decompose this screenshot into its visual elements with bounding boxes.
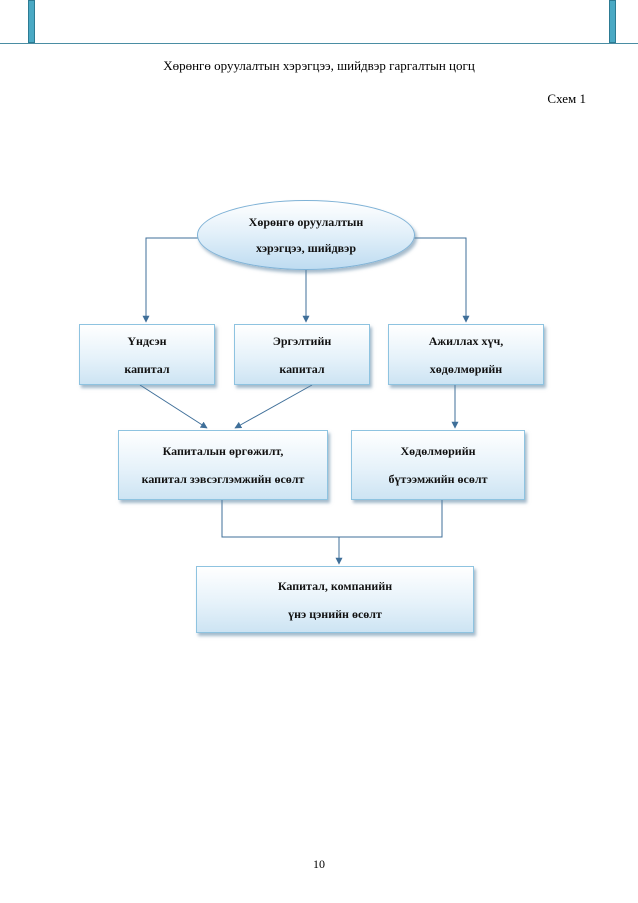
node-labor: Ажиллах хүч, хөдөлмөрийн	[388, 324, 544, 385]
node-working-capital-line2: капитал	[279, 361, 325, 376]
root-node-line2: хэрэгцээ, шийдвэр	[256, 241, 356, 255]
scheme-label: Схем 1	[547, 91, 586, 106]
node-labor-productivity-line2: бүтээмжийн өсөлт	[388, 472, 488, 486]
root-node-line1: Хөрөнгө оруулалтын	[248, 215, 364, 229]
connector-root-to-fixed-capital	[142, 237, 200, 323]
root-node-investment-need: Хөрөнгө оруулалтын хэрэгцээ, шийдвэр	[197, 200, 415, 270]
connector-working-capital-to-growth	[234, 384, 313, 429]
node-working-capital: Эргэлтийн капитал	[234, 324, 370, 385]
connector-growth-merge	[221, 500, 443, 538]
node-capital-growth-line2: капитал зэвсэглэмжийн өсөлт	[141, 472, 305, 486]
node-capital-growth-line1: Капиталын өргөжилт,	[162, 444, 284, 458]
node-labor-productivity: Хөдөлмөрийн бүтээмжийн өсөлт	[351, 430, 525, 500]
header-right-marker	[609, 0, 616, 43]
header-left-marker	[28, 0, 35, 43]
header-rule	[0, 43, 638, 44]
node-company-value-line1: Капитал, компанийн	[277, 578, 393, 593]
node-labor-line1: Ажиллах хүч,	[428, 333, 504, 348]
node-fixed-capital-line2: капитал	[124, 361, 170, 376]
node-fixed-capital-line1: Үндсэн	[127, 333, 167, 348]
node-labor-line2: хөдөлмөрийн	[429, 361, 503, 376]
page-title: Хөрөнгө оруулалтын хэрэгцээ, шийдвэр гар…	[163, 58, 475, 73]
node-company-value-line2: үнэ цэнийн өсөлт	[288, 606, 382, 621]
node-fixed-capital: Үндсэн капитал	[79, 324, 215, 385]
page-number: 10	[313, 857, 325, 871]
node-capital-growth: Капиталын өргөжилт, капитал зэвсэглэмжий…	[118, 430, 328, 500]
node-working-capital-line1: Эргэлтийн	[272, 333, 332, 348]
node-company-value: Капитал, компанийн үнэ цэнийн өсөлт	[196, 566, 474, 633]
connector-root-to-labor	[412, 237, 470, 323]
connector-fixed-capital-to-growth	[139, 384, 208, 429]
node-labor-productivity-line1: Хөдөлмөрийн	[400, 444, 476, 458]
